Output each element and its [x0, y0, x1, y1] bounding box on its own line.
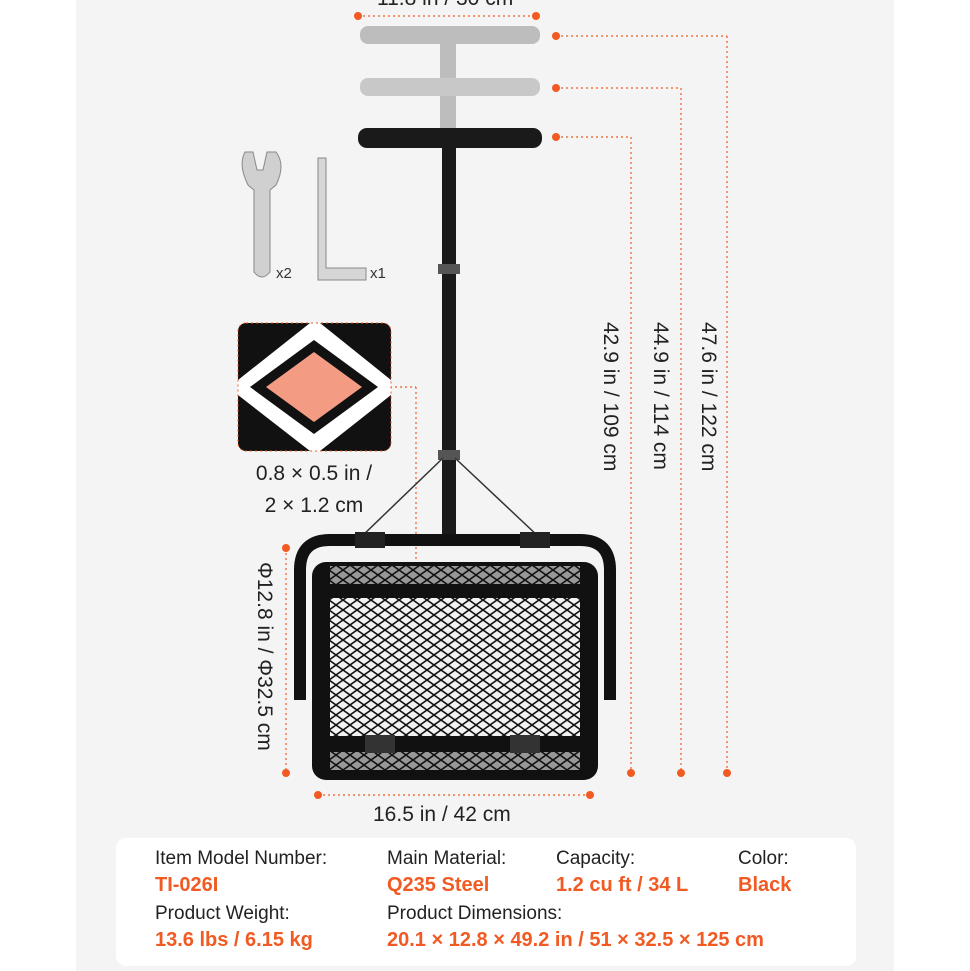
spec-capacity: Capacity: 1.2 cu ft / 34 L [556, 848, 689, 896]
spec-card: Item Model Number: TI-026I Main Material… [116, 838, 856, 966]
handle [358, 128, 542, 540]
height-high-label: 47.6 in / 122 cm [697, 322, 720, 472]
hex-key-icon [317, 157, 367, 281]
spec-dimensions: Product Dimensions: 20.1 × 12.8 × 49.2 i… [387, 903, 764, 951]
hex-key-count: x1 [370, 265, 386, 282]
support-wires [359, 457, 541, 539]
height-mid-label: 44.9 in / 114 cm [649, 322, 672, 470]
dimension-dots [282, 12, 731, 799]
drum-width-label: 16.5 in / 42 cm [373, 803, 511, 826]
roller-frame [294, 534, 616, 700]
drum-diameter-label: Φ12.8 in / Φ32.5 cm [253, 562, 276, 751]
roller-drum [312, 562, 598, 780]
handle-position-top [360, 26, 540, 146]
dimension-lines [285, 15, 728, 796]
wrench-count: x2 [276, 265, 292, 282]
spec-color: Color: Black [738, 848, 792, 896]
spec-model: Item Model Number: TI-026I [155, 848, 328, 896]
spec-material: Main Material: Q235 Steel [387, 848, 507, 896]
mesh-detail [238, 323, 391, 451]
height-low-label: 42.9 in / 109 cm [599, 322, 622, 472]
mesh-size-caption: 0.8 × 0.5 in / 2 × 1.2 cm [255, 462, 373, 517]
handle-width-label: 11.8 in / 30 cm [377, 0, 513, 11]
wrench-icon [241, 151, 282, 278]
spec-weight: Product Weight: 13.6 lbs / 6.15 kg [155, 903, 313, 951]
handle-position-mid [360, 78, 540, 96]
